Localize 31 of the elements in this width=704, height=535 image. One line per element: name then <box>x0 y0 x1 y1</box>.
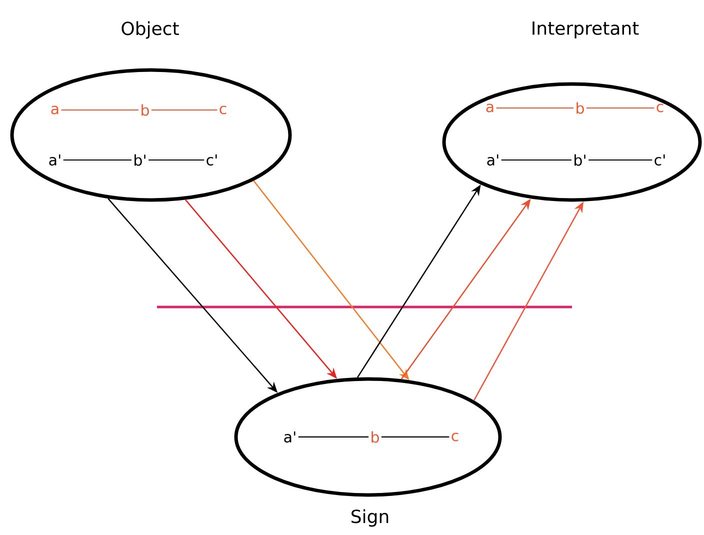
letter: a' <box>49 154 60 166</box>
connecting-line <box>298 436 369 438</box>
heading: Sign <box>352 509 388 527</box>
letter: c' <box>654 154 665 166</box>
letter: c <box>452 432 458 442</box>
connecting-line <box>61 109 139 111</box>
connecting-line <box>588 159 652 161</box>
ellipse-node <box>10 21 292 202</box>
connecting-line <box>63 159 132 161</box>
letter: c <box>220 106 226 114</box>
connecting-line <box>501 159 572 161</box>
letter: c <box>656 104 664 112</box>
letter: b <box>142 104 149 116</box>
letter: a <box>486 104 494 112</box>
connecting-line <box>586 107 654 109</box>
letter: b <box>576 102 584 114</box>
letter: a' <box>284 431 296 443</box>
letter: a' <box>487 154 498 166</box>
connecting-line <box>148 159 204 161</box>
connecting-line <box>151 109 218 111</box>
ellipse-node <box>234 377 502 527</box>
letter: a <box>51 106 58 114</box>
connecting-line <box>381 436 450 438</box>
letter: c' <box>206 154 217 166</box>
letter: b <box>372 431 379 443</box>
heading: Object <box>122 21 179 39</box>
connecting-line <box>496 107 574 109</box>
ellipse-node <box>442 22 702 202</box>
letter: b' <box>134 154 146 166</box>
heading: Interpretant <box>532 22 639 38</box>
letter: b' <box>574 154 586 166</box>
